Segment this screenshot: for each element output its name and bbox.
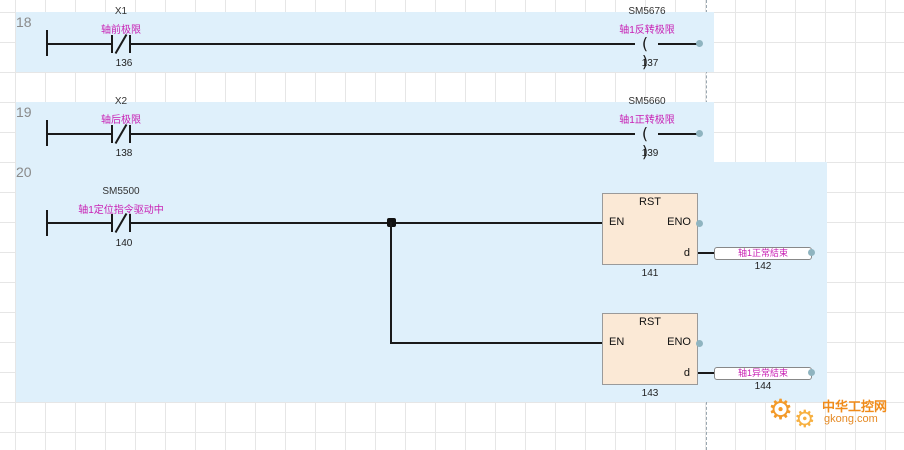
coil-comment: 轴1正转极限	[619, 115, 675, 126]
step-number: 139	[641, 148, 659, 159]
gear-icon: ⚙	[794, 405, 816, 433]
wire	[47, 222, 111, 224]
step-number: 138	[115, 148, 133, 159]
step-number: 140	[115, 238, 133, 249]
rung-19[interactable]	[16, 102, 714, 162]
wire	[131, 222, 603, 224]
step-number: 136	[115, 58, 133, 69]
rung-number: 18	[16, 14, 32, 30]
eno-end-point	[696, 340, 703, 347]
watermark-site: gkong.com	[824, 413, 878, 425]
coil-device[interactable]: SM5676	[628, 6, 666, 17]
contact-device[interactable]: SM5500	[102, 186, 140, 197]
step-number: 142	[754, 261, 772, 272]
rung-end-point	[696, 40, 703, 47]
watermark-logo: ⚙ ⚙ 中华工控网 gkong.com	[768, 392, 898, 433]
wire	[698, 252, 714, 254]
operand-end-point	[808, 369, 815, 376]
wire	[131, 43, 635, 45]
gear-icon: ⚙	[768, 393, 794, 426]
wire	[390, 342, 603, 344]
wire	[658, 43, 698, 45]
eno-end-point	[696, 220, 703, 227]
rung-20[interactable]	[16, 162, 827, 402]
rst-instruction-block[interactable]: RST EN ENO d	[602, 313, 698, 385]
operand-end-point	[808, 249, 815, 256]
block-title: RST	[639, 196, 661, 208]
watermark-brand: 中华工控网	[822, 399, 888, 414]
output-coil[interactable]: ( )	[641, 124, 653, 161]
wire	[658, 133, 698, 135]
contact-comment: 轴前极限	[101, 25, 141, 36]
eno-pin: ENO	[667, 216, 691, 228]
nc-contact[interactable]	[111, 33, 131, 55]
operand-box[interactable]: 轴1异常結束	[714, 367, 812, 380]
contact-comment: 轴后极限	[101, 115, 141, 126]
rst-instruction-block[interactable]: RST EN ENO d	[602, 193, 698, 265]
rung-end-point	[696, 130, 703, 137]
operand-box[interactable]: 轴1正常結束	[714, 247, 812, 260]
en-pin: EN	[609, 336, 625, 348]
step-number: 137	[641, 58, 659, 69]
wire	[131, 133, 635, 135]
rung-number: 20	[16, 164, 32, 180]
contact-device[interactable]: X1	[114, 6, 128, 17]
contact-comment: 轴1定位指令驱动中	[78, 205, 164, 216]
output-coil[interactable]: ( )	[641, 34, 653, 71]
d-pin: d	[683, 367, 690, 379]
nc-slash	[114, 33, 128, 55]
block-title: RST	[639, 316, 661, 328]
wire	[47, 133, 111, 135]
nc-contact[interactable]	[111, 123, 131, 145]
coil-device[interactable]: SM5660	[628, 96, 666, 107]
en-pin: EN	[609, 216, 625, 228]
rung-number: 19	[16, 104, 32, 120]
step-number: 141	[641, 268, 659, 279]
nc-contact[interactable]	[111, 212, 131, 234]
step-number: 144	[754, 381, 772, 392]
nc-slash	[114, 212, 128, 234]
rung-18[interactable]	[16, 12, 714, 72]
step-number: 143	[641, 388, 659, 399]
nc-slash	[114, 123, 128, 145]
contact-device[interactable]: X2	[114, 96, 128, 107]
coil-comment: 轴1反转极限	[619, 25, 675, 36]
d-pin: d	[683, 247, 690, 259]
wire	[47, 43, 111, 45]
wire	[698, 372, 714, 374]
eno-pin: ENO	[667, 336, 691, 348]
branch-wire	[390, 222, 392, 343]
